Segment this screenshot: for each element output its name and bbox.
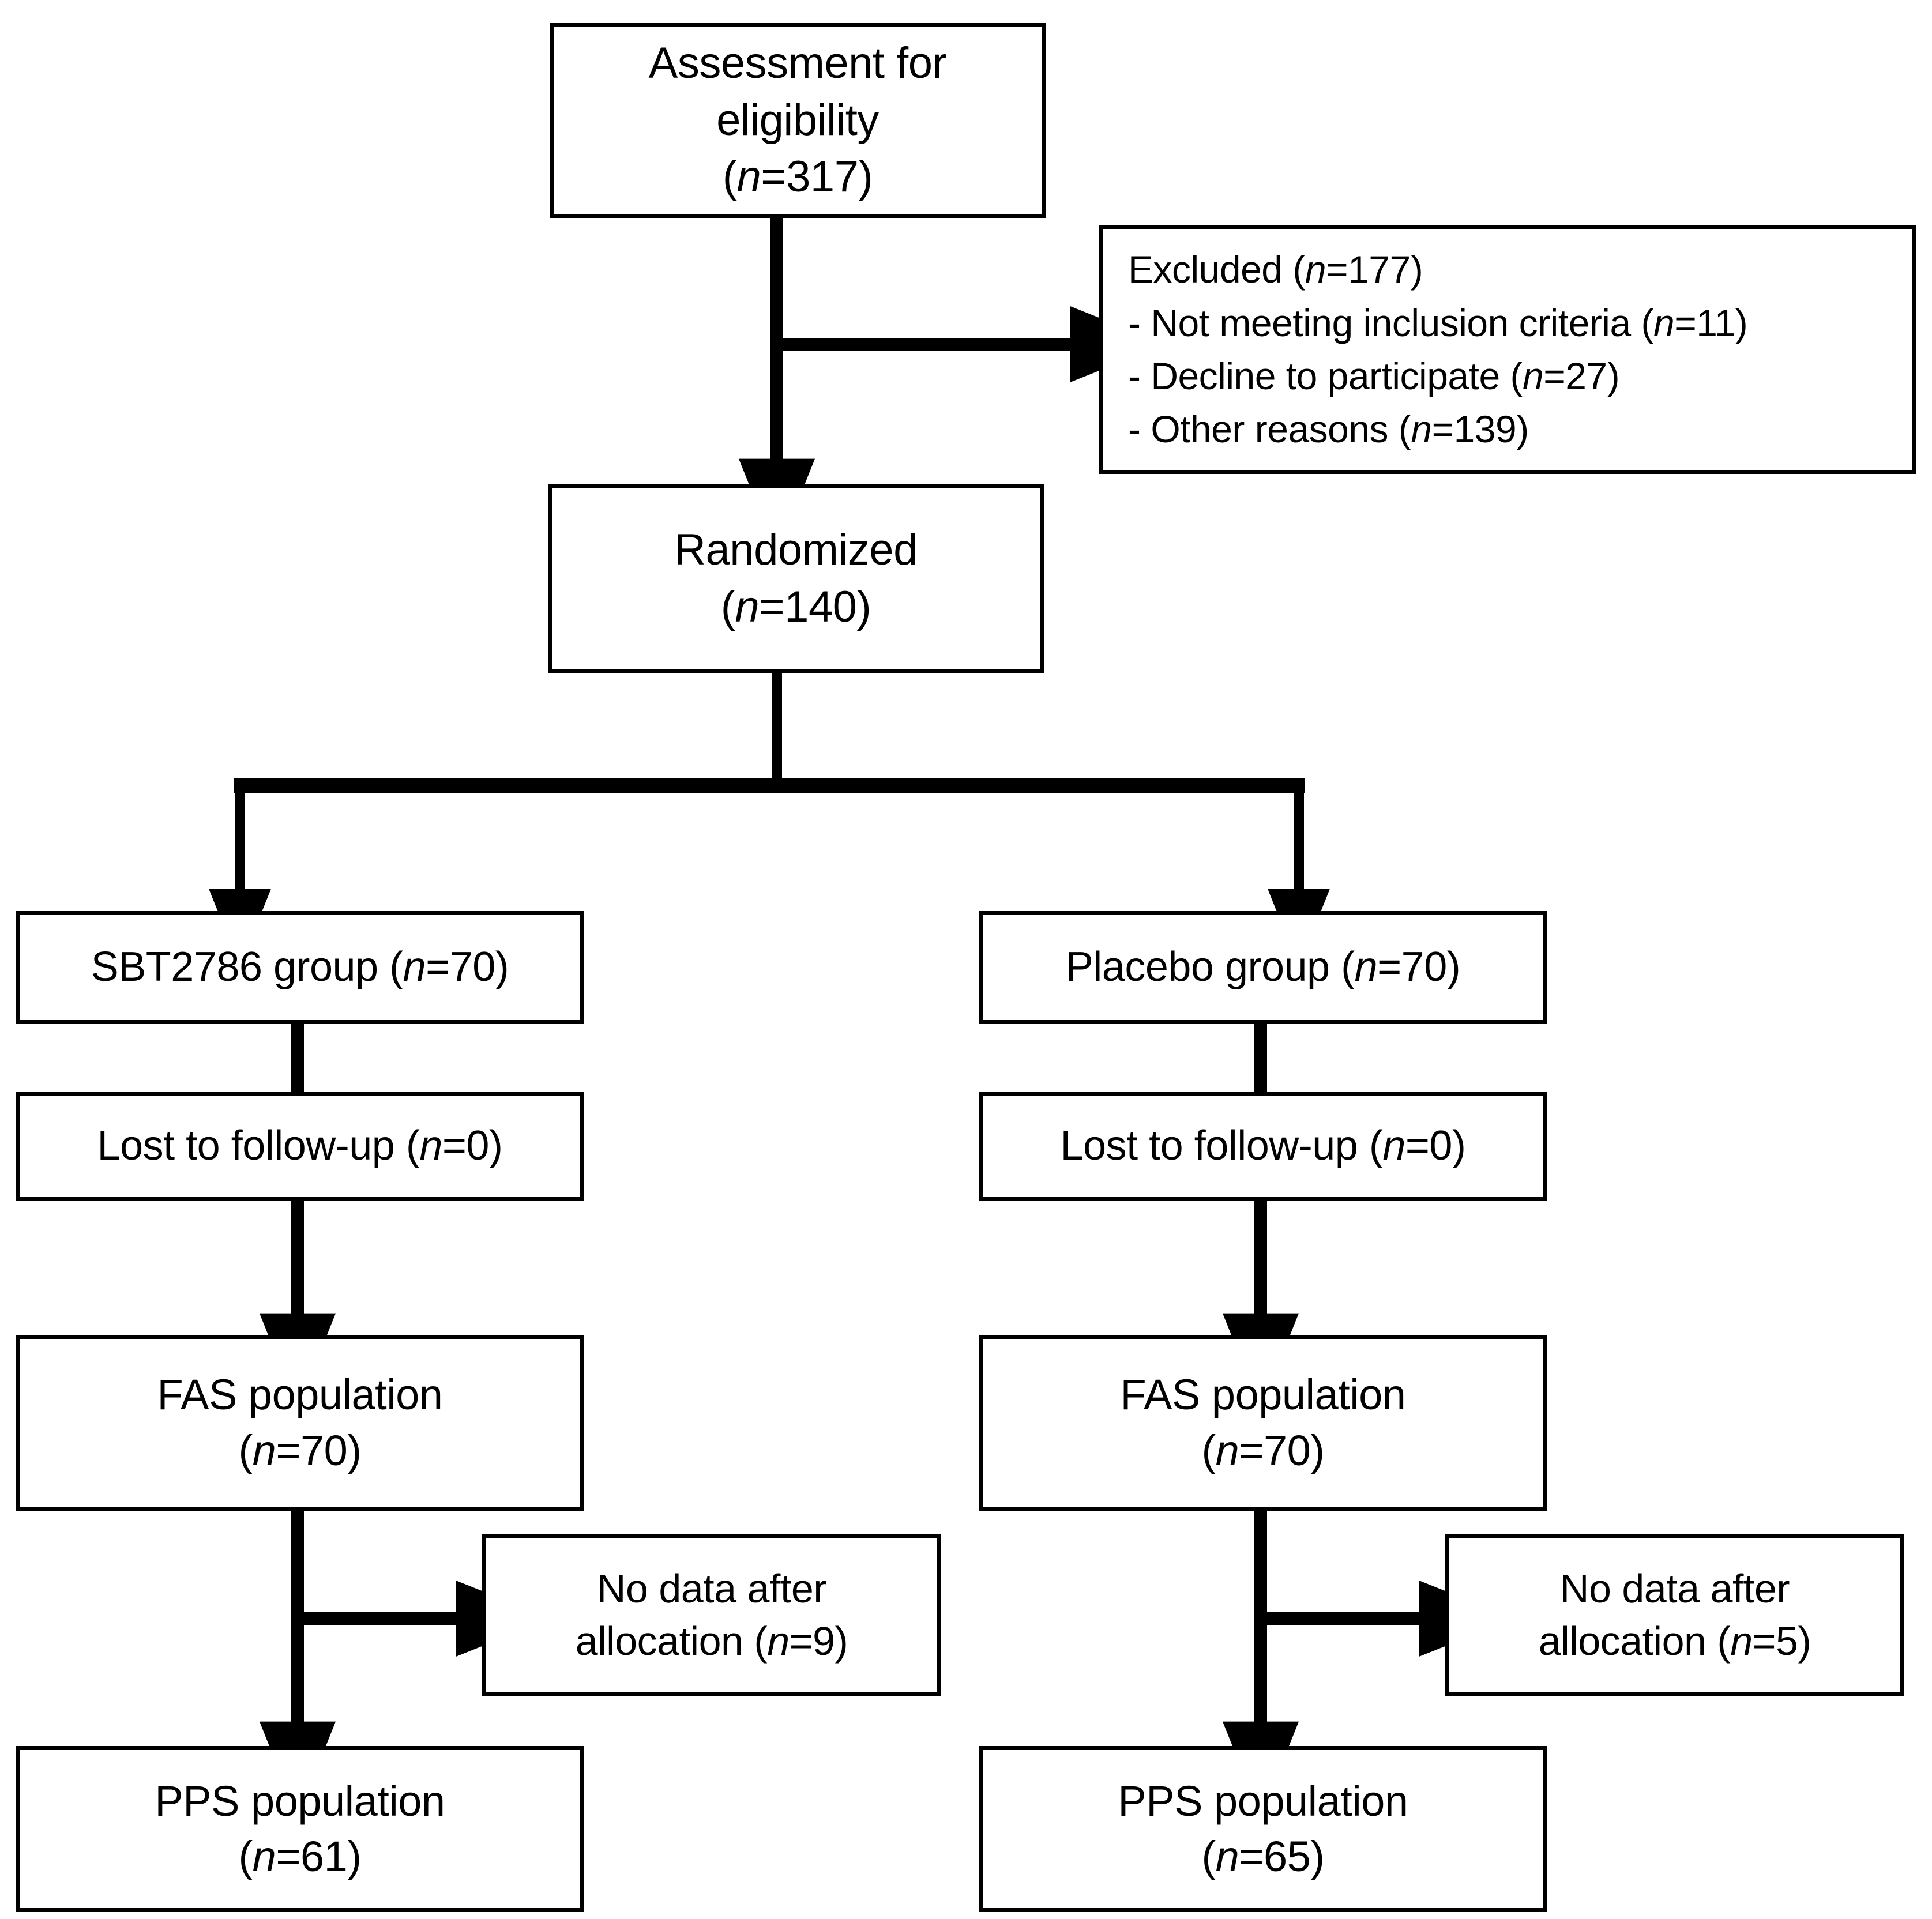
node-left-pps-population: PPS population (n=61) xyxy=(16,1746,584,1912)
node-right-no-data-after-allocation-text: No data after allocation (n=5) xyxy=(1538,1566,1811,1664)
node-randomized: Randomized (n=140) xyxy=(548,484,1044,673)
node-left-no-data-after-allocation-text: No data after allocation (n=9) xyxy=(575,1566,848,1664)
node-right-lost-to-follow-up-text: Lost to follow-up (n=0) xyxy=(1060,1123,1466,1169)
node-right-pps-population-text: PPS population (n=65) xyxy=(1118,1777,1408,1880)
node-left-pps-population-text: PPS population (n=61) xyxy=(155,1777,445,1880)
node-assessment-text: Assessment for eligibility (n=317) xyxy=(648,38,947,202)
node-excluded: Excluded (n=177) - Not meeting inclusion… xyxy=(1099,225,1916,474)
node-excluded-reason-3: - Other reasons (n=139) xyxy=(1128,408,1529,451)
node-excluded-reason-2: - Decline to participate (n=27) xyxy=(1128,355,1620,397)
node-right-fas-population: FAS population (n=70) xyxy=(979,1335,1547,1511)
node-excluded-heading: Excluded (n=177) xyxy=(1128,248,1423,291)
node-left-fas-population-text: FAS population (n=70) xyxy=(157,1371,443,1474)
node-assessment-for-eligibility: Assessment for eligibility (n=317) xyxy=(550,23,1046,218)
node-left-lost-to-follow-up: Lost to follow-up (n=0) xyxy=(16,1092,584,1201)
node-placebo-group: Placebo group (n=70) xyxy=(979,911,1547,1024)
node-sbt2786-group: SBT2786 group (n=70) xyxy=(16,911,584,1024)
node-left-no-data-after-allocation: No data after allocation (n=9) xyxy=(482,1534,941,1696)
node-left-lost-to-follow-up-text: Lost to follow-up (n=0) xyxy=(97,1123,503,1169)
node-right-fas-population-text: FAS population (n=70) xyxy=(1120,1371,1406,1474)
node-right-no-data-after-allocation: No data after allocation (n=5) xyxy=(1445,1534,1904,1696)
node-excluded-reason-1: - Not meeting inclusion criteria (n=11) xyxy=(1128,301,1748,344)
node-placebo-group-text: Placebo group (n=70) xyxy=(1065,944,1461,991)
node-right-lost-to-follow-up: Lost to follow-up (n=0) xyxy=(979,1092,1547,1201)
node-right-pps-population: PPS population (n=65) xyxy=(979,1746,1547,1912)
node-randomized-text: Randomized (n=140) xyxy=(674,525,918,631)
node-left-fas-population: FAS population (n=70) xyxy=(16,1335,584,1511)
node-sbt2786-group-text: SBT2786 group (n=70) xyxy=(91,944,509,991)
